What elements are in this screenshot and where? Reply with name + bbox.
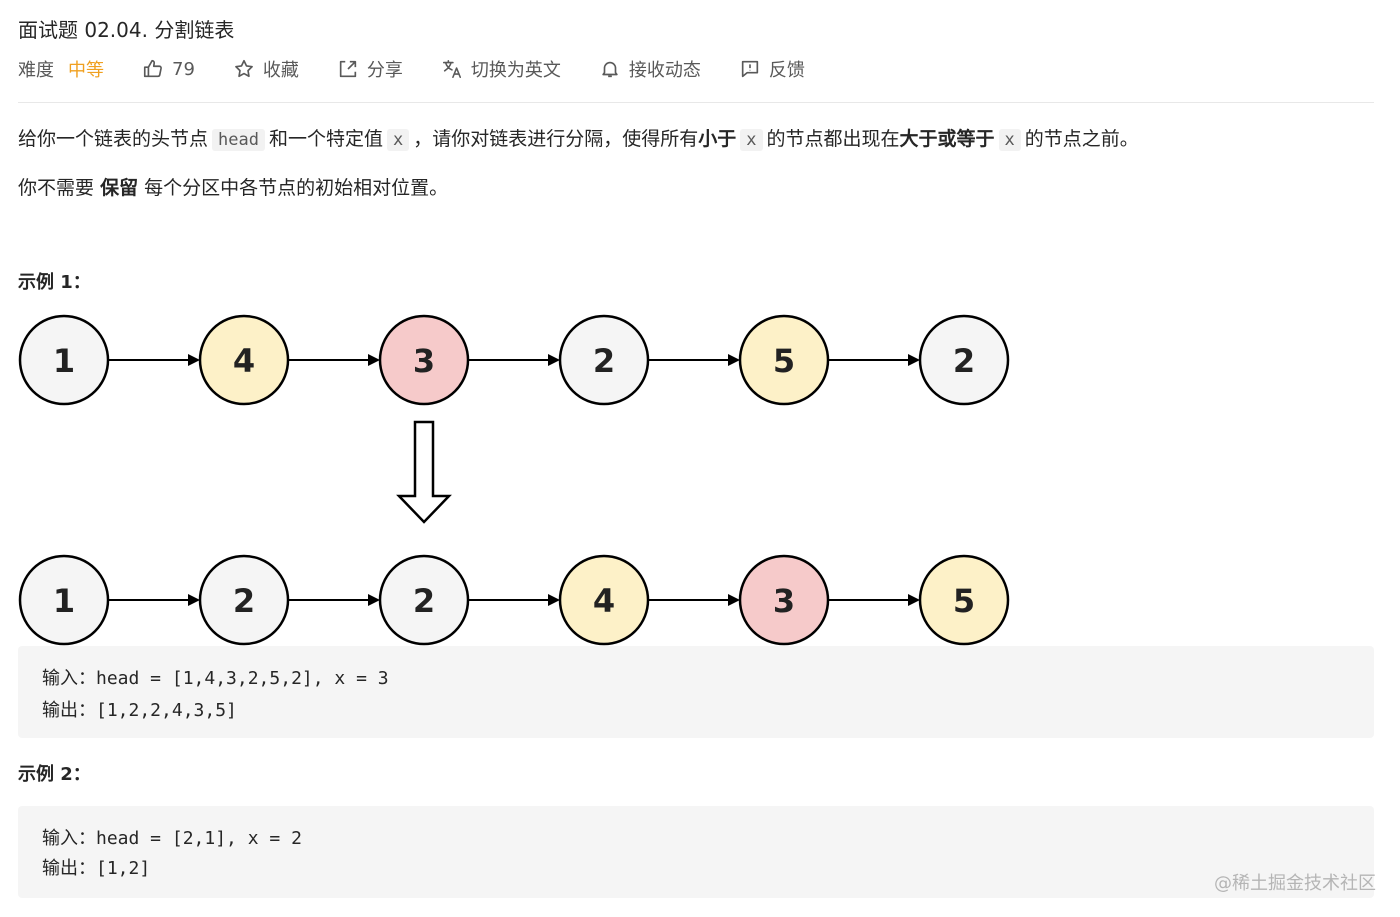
- share-label: 分享: [366, 60, 403, 81]
- list-node: [738, 314, 830, 406]
- list-node: [918, 314, 1010, 406]
- text: ，请你对链表进行分隔，使得所有: [413, 128, 699, 150]
- text: 你不需要: [18, 177, 95, 199]
- list-node: [18, 314, 110, 406]
- bold-text: 保留: [100, 177, 139, 199]
- text: 的节点都出现在: [766, 128, 900, 150]
- linked-list-diagram: 1 4 3 2 5 2 1 2 2 4 3 5: [18, 314, 1010, 646]
- list-node: [738, 554, 830, 646]
- page-title: 面试题 02.04. 分割链表: [18, 18, 235, 42]
- inline-code-x: x: [740, 129, 763, 151]
- feedback-label: 反馈: [768, 60, 805, 81]
- example-1-output: 输出：[1,2,2,4,3,5]: [42, 696, 237, 722]
- list-node: [18, 554, 110, 646]
- translate-label: 切换为英文: [470, 60, 561, 81]
- list-node: [558, 314, 650, 406]
- example-2-heading: 示例 2：: [18, 764, 91, 785]
- down-arrow: [396, 420, 452, 524]
- share-icon: [337, 58, 359, 80]
- inline-code-x: x: [998, 129, 1021, 151]
- node-value: 3: [413, 342, 435, 380]
- input-label: 输入：: [42, 668, 96, 689]
- output-value: [1,2,2,4,3,5]: [96, 700, 237, 721]
- node-value: 2: [413, 582, 435, 620]
- subscribe-label: 接收动态: [628, 60, 701, 81]
- input-value: head = [1,4,3,2,5,2], x = 3: [96, 668, 389, 689]
- node-value: 5: [773, 342, 795, 380]
- node-value: 4: [233, 342, 255, 380]
- example-1-heading: 示例 1：: [18, 272, 91, 293]
- text: 每个分区中各节点的初始相对位置。: [144, 177, 449, 199]
- list-node: [558, 554, 650, 646]
- bold-text: 小于: [698, 128, 737, 150]
- list-node: [378, 314, 470, 406]
- subscribe-button[interactable]: 接收动态: [599, 56, 701, 82]
- node-value: 4: [593, 582, 615, 620]
- star-icon: [233, 58, 255, 80]
- node-value: 3: [773, 582, 795, 620]
- like-button[interactable]: 79: [142, 58, 195, 80]
- node-value: 2: [233, 582, 255, 620]
- output-value: [1,2]: [96, 858, 151, 879]
- list-node: [198, 554, 290, 646]
- bold-text: 大于或等于: [899, 128, 995, 150]
- text: 和一个特定值: [268, 128, 383, 150]
- favorite-label: 收藏: [262, 60, 299, 81]
- output-label: 输出：: [42, 700, 96, 721]
- output-label: 输出：: [42, 858, 96, 879]
- node-value: 2: [593, 342, 615, 380]
- bell-icon: [599, 58, 621, 80]
- node-value: 5: [953, 582, 975, 620]
- translate-icon: [441, 58, 463, 80]
- node-value: 1: [53, 342, 75, 380]
- list-after: 1 2 2 4 3 5: [18, 554, 1010, 646]
- text: 给你一个链表的头节点: [18, 128, 209, 150]
- node-value: 2: [953, 342, 975, 380]
- list-node: [918, 554, 1010, 646]
- example-2-codebox: 输入：head = [2,1], x = 2 输出：[1,2]: [18, 806, 1374, 898]
- watermark: @稀土掘金技术社区: [1214, 873, 1376, 894]
- feedback-button[interactable]: 反馈: [739, 56, 805, 82]
- share-button[interactable]: 分享: [337, 56, 403, 82]
- list-node: [198, 314, 290, 406]
- input-label: 输入：: [42, 828, 96, 849]
- description-paragraph-2: 你不需要 保留 每个分区中各节点的初始相对位置。: [18, 173, 448, 200]
- favorite-button[interactable]: 收藏: [233, 56, 299, 82]
- difficulty-badge: 中等: [68, 60, 104, 81]
- example-1-input: 输入：head = [1,4,3,2,5,2], x = 3: [42, 664, 389, 690]
- example-1-codebox: 输入：head = [1,4,3,2,5,2], x = 3 输出：[1,2,2…: [18, 646, 1374, 738]
- input-value: head = [2,1], x = 2: [96, 828, 302, 849]
- node-value: 1: [53, 582, 75, 620]
- feedback-icon: [739, 58, 761, 80]
- list-node: [378, 554, 470, 646]
- example-2-input: 输入：head = [2,1], x = 2: [42, 824, 302, 850]
- example-2-output: 输出：[1,2]: [42, 854, 150, 880]
- list-before: 1 4 3 2 5 2: [18, 314, 1010, 406]
- header-divider: [18, 102, 1374, 103]
- difficulty-label: 难度: [18, 60, 54, 81]
- text: 的节点之前。: [1024, 128, 1139, 150]
- inline-code-head: head: [212, 129, 265, 151]
- meta-toolbar: 难度 中等 79 收藏: [18, 56, 805, 82]
- translate-button[interactable]: 切换为英文: [441, 56, 561, 82]
- like-count: 79: [172, 58, 195, 80]
- inline-code-x: x: [386, 129, 410, 151]
- thumbs-up-icon: [142, 58, 164, 80]
